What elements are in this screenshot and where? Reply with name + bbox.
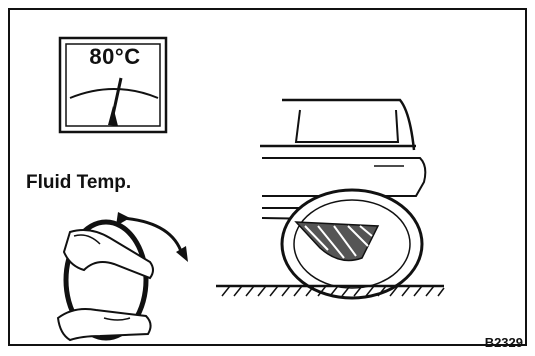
rotation-arrow (121, 216, 184, 255)
ground (216, 284, 445, 297)
steering-wheel (56, 212, 188, 342)
gauge-reading: 80°C (89, 44, 141, 69)
figure-frame (8, 8, 527, 346)
temperature-gauge (58, 36, 168, 134)
car-rear (260, 98, 427, 300)
figure-code: B2329 (484, 335, 523, 350)
fluid-temp-label: Fluid Temp. (26, 172, 132, 193)
wheel-rim (63, 219, 149, 341)
